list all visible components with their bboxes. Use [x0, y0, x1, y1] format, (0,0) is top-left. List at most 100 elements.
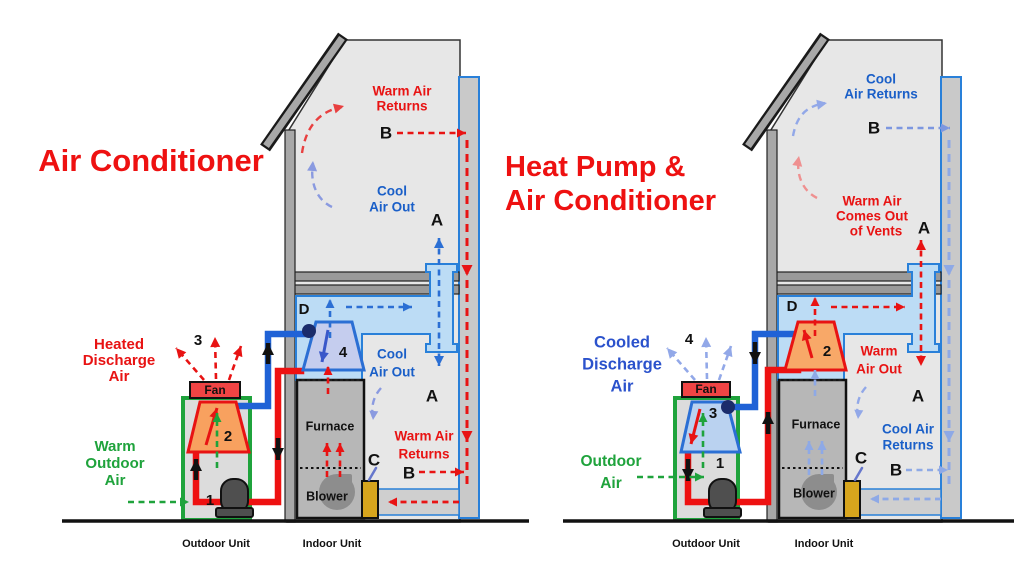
expansion-valve [302, 324, 316, 338]
label-indoor_coil_num: 2 [823, 343, 831, 360]
arrowhead [804, 441, 814, 450]
right-title-line2: Air Conditioner [505, 185, 717, 217]
arrowhead [870, 494, 879, 504]
arrowhead [176, 348, 187, 359]
label-basement_return-1: Returns [398, 447, 449, 462]
label-c: C [855, 448, 867, 467]
label-compressor_num: 1 [716, 455, 724, 472]
label-attic_b: B [868, 118, 880, 137]
label-blower: Blower [793, 486, 835, 500]
curved-flow [311, 162, 333, 209]
arrowhead [723, 346, 733, 358]
arrowhead [434, 356, 444, 366]
blower-fan-scroll [337, 474, 352, 491]
return-duct [940, 76, 962, 519]
label-attic_return-1: Returns [376, 99, 427, 114]
label-outdoor_air-2: Air [105, 472, 126, 489]
arrowhead [682, 469, 694, 481]
arrowhead [318, 351, 329, 362]
arrowhead [307, 161, 318, 172]
pipe [244, 367, 305, 506]
label-basement_return-0: Cool Air [882, 422, 935, 437]
arrowhead [322, 443, 332, 452]
label-captions-indoor: Indoor Unit [795, 538, 854, 550]
label-basement_supply-1: Air Out [369, 365, 415, 380]
arrowhead [816, 99, 827, 110]
label-indoor_coil_num: 4 [339, 344, 348, 361]
arrowhead [801, 330, 812, 341]
left-diagram-title: Air Conditioner [38, 143, 264, 178]
arrowhead [701, 337, 712, 348]
label-basement_b: B [403, 463, 415, 482]
label-attic_supply-0: Warm Air [842, 194, 902, 209]
label-basement_supply-0: Cool [377, 347, 407, 362]
right-title-line1: Heat Pump & [505, 151, 686, 183]
right-diagram-title: Heat Pump & Air Conditioner [505, 150, 716, 218]
arrowhead [916, 356, 926, 366]
label-attic_supply-1: Air Out [369, 200, 415, 215]
label-attic_return-0: Warm Air [372, 84, 432, 99]
arrowhead [695, 472, 704, 482]
compressor-base [703, 507, 742, 518]
label-discharge-0: Heated [94, 336, 144, 353]
arrowhead [262, 343, 274, 355]
line [263, 35, 345, 149]
label-discharge_num: 3 [194, 332, 202, 349]
label-blower: Blower [306, 489, 348, 503]
outdoor-coil [679, 400, 742, 454]
outdoor-coil [186, 400, 251, 454]
blower-fan-scroll [819, 474, 834, 491]
arrowhead [333, 103, 344, 114]
label-discharge-2: Air [109, 368, 130, 385]
label-attic_a: A [431, 210, 443, 229]
pipe [733, 366, 802, 506]
arrowhead [698, 413, 708, 422]
arrowhead [749, 352, 761, 364]
label-outdoor_air-0: Outdoor [580, 453, 641, 470]
arrowhead [403, 302, 412, 312]
arrowhead [369, 410, 379, 420]
arrowhead [457, 128, 466, 138]
arrowhead [688, 433, 699, 444]
label-basement_supply-0: Warm [860, 344, 897, 359]
indoor-coil [783, 320, 848, 372]
label-d: D [787, 298, 798, 315]
label-discharge-1: Discharge [83, 352, 156, 369]
arrowhead [810, 370, 820, 379]
arrowhead [941, 123, 950, 133]
arrowhead [455, 467, 464, 477]
return-floor-duct [859, 488, 942, 516]
label-outdoor_air-1: Outdoor [85, 455, 144, 472]
line [367, 466, 378, 482]
arrowhead [190, 459, 202, 471]
label-attic_return-1: Air Returns [844, 87, 918, 102]
label-c: C [368, 450, 380, 469]
label-basement_a: A [426, 386, 438, 405]
label-d: D [299, 301, 310, 318]
curved-flow [791, 101, 826, 137]
arrowhead [335, 443, 345, 452]
label-attic_b: B [380, 123, 392, 142]
compressor-base [215, 507, 254, 518]
arrowhead [896, 302, 905, 312]
arrowhead [817, 441, 827, 450]
air-filter [843, 480, 861, 519]
label-attic_supply-0: Cool [377, 184, 407, 199]
label-discharge_num: 4 [685, 331, 694, 348]
arrowhead [180, 497, 189, 507]
arrowhead [854, 409, 864, 419]
curved-flow [797, 157, 818, 200]
label-attic_supply-2: of Vents [850, 224, 903, 239]
arrowhead [916, 240, 926, 250]
left-wall [284, 129, 296, 523]
arrowhead [461, 265, 473, 276]
label-captions-indoor: Indoor Unit [303, 538, 362, 550]
label-discharge-0: Cooled [594, 333, 650, 351]
label-attic_return-0: Cool [866, 72, 896, 87]
label-outdoor_coil_num: 2 [224, 428, 232, 445]
arrowhead [943, 265, 955, 276]
arrowhead [272, 448, 284, 460]
